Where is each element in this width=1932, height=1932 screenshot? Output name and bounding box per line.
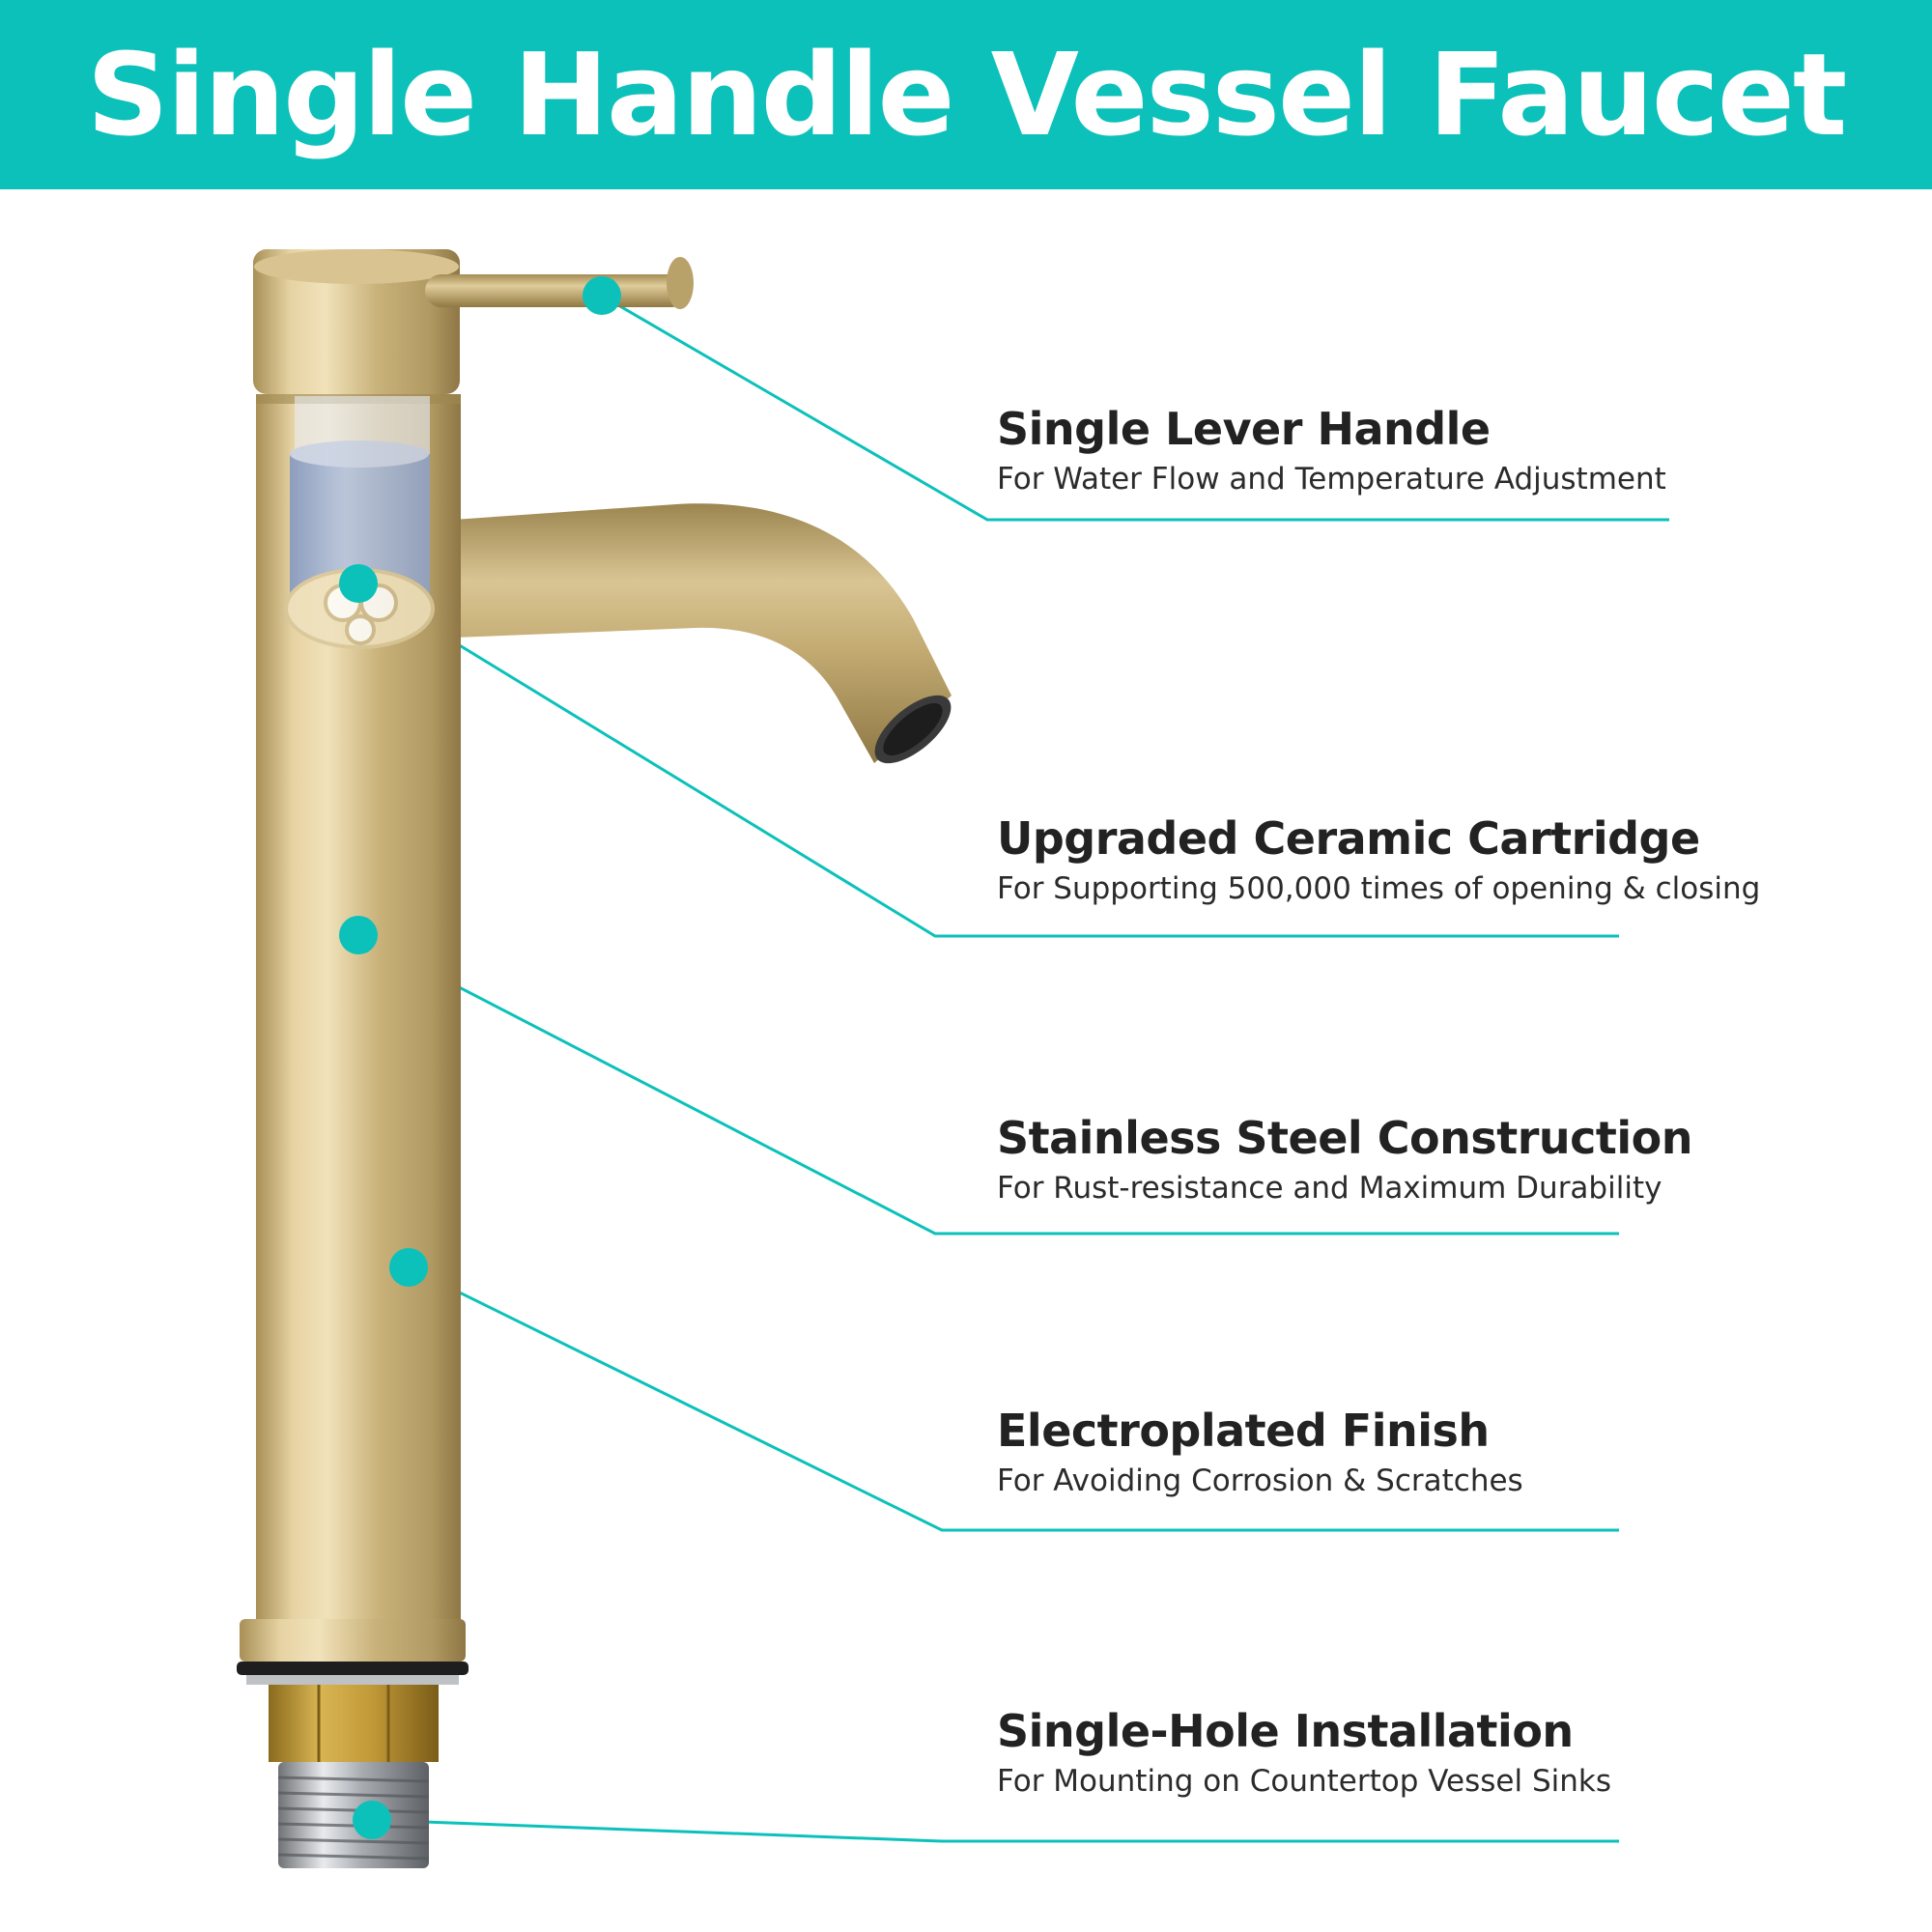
title-banner: Single Handle Vessel Faucet — [0, 0, 1932, 189]
faucet-spout — [425, 503, 952, 764]
callout-line-installation — [371, 1818, 1619, 1843]
rubber-gasket — [237, 1662, 469, 1675]
feature-title: Upgraded Ceramic Cartridge — [997, 812, 1700, 865]
feature-single-lever-handle: Single Lever Handle For Water Flow and T… — [997, 402, 1666, 498]
feature-description: For Mounting on Countertop Vessel Sinks — [997, 1764, 1611, 1799]
callout-dot-handle — [582, 276, 621, 315]
callout-dot-cartridge — [339, 564, 378, 603]
feature-ceramic-cartridge: Upgraded Ceramic Cartridge For Supportin… — [997, 811, 1760, 908]
feature-description: For Water Flow and Temperature Adjustmen… — [997, 462, 1666, 497]
feature-description: For Supporting 500,000 times of opening … — [997, 871, 1761, 906]
lever-handle — [425, 274, 688, 307]
callout-dot-installation — [353, 1801, 391, 1839]
callout-dot-construction — [339, 916, 378, 954]
feature-description: For Rust-resistance and Maximum Durabili… — [997, 1171, 1662, 1206]
feature-title: Single Lever Handle — [997, 403, 1491, 455]
feature-title: Stainless Steel Construction — [997, 1112, 1693, 1164]
callout-line-construction — [357, 933, 1619, 1236]
feature-title: Single-Hole Installation — [997, 1705, 1574, 1757]
callout-lines — [357, 294, 1669, 1843]
page-title: Single Handle Vessel Faucet — [86, 28, 1848, 161]
feature-title: Electroplated Finish — [997, 1405, 1490, 1457]
base-ring — [240, 1619, 466, 1662]
callout-dot-finish — [389, 1248, 428, 1287]
callout-line-cartridge — [357, 582, 1619, 938]
feature-stainless-steel: Stainless Steel Construction For Rust-re… — [997, 1111, 1693, 1208]
handle-cap — [253, 249, 460, 394]
feature-single-hole-installation: Single-Hole Installation For Mounting on… — [997, 1704, 1611, 1801]
callout-line-finish — [408, 1265, 1619, 1532]
ceramic-cartridge — [284, 396, 435, 649]
callout-dots — [339, 276, 621, 1839]
brass-nut — [269, 1685, 439, 1762]
callout-line-handle — [601, 294, 1669, 522]
feature-electroplated-finish: Electroplated Finish For Avoiding Corros… — [997, 1404, 1523, 1500]
faucet-body — [237, 249, 694, 1868]
feature-description: For Avoiding Corrosion & Scratches — [997, 1463, 1523, 1498]
